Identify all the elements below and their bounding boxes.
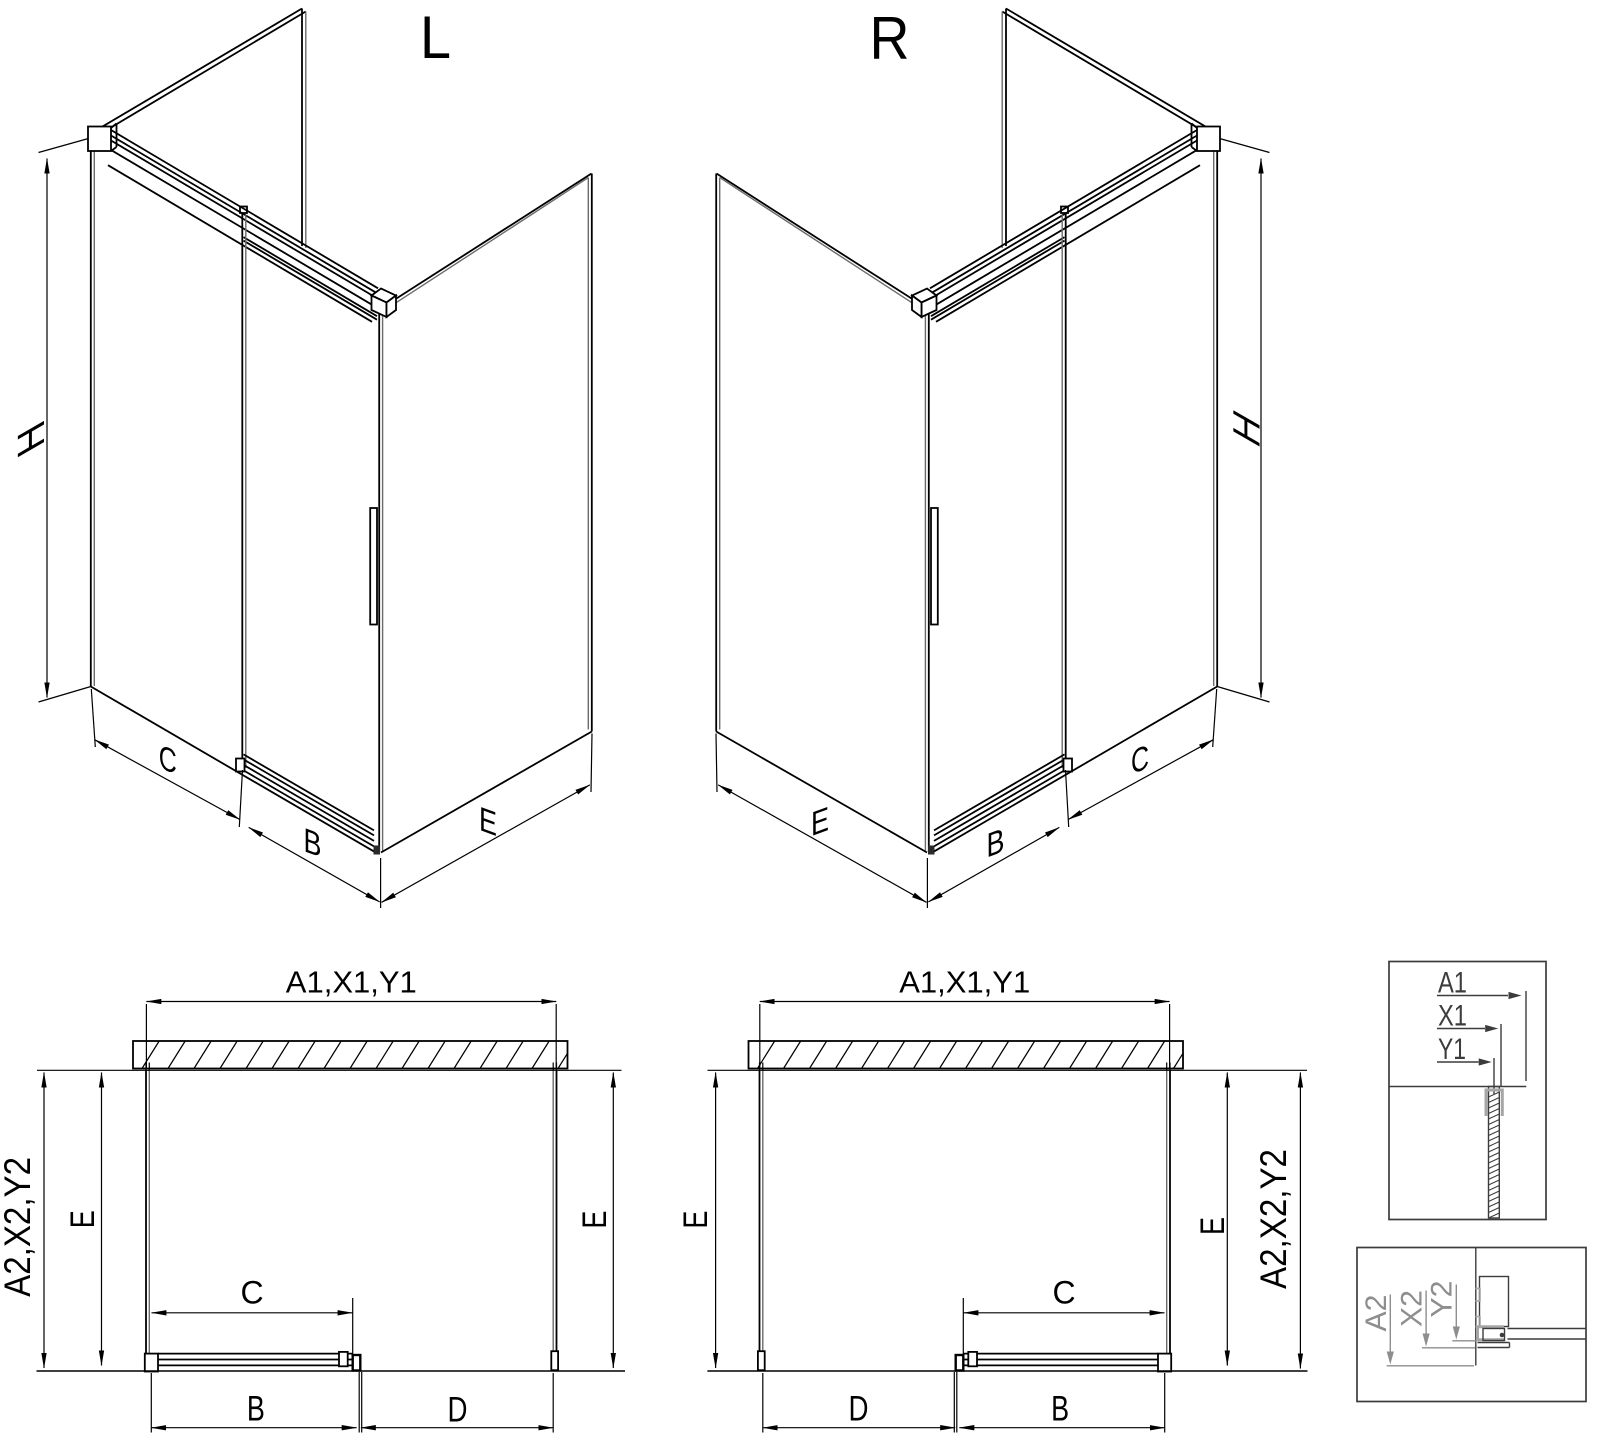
- svg-text:R: R: [870, 5, 910, 72]
- svg-text:C: C: [1131, 738, 1149, 782]
- svg-text:C: C: [240, 1275, 263, 1311]
- svg-text:A1: A1: [1438, 967, 1467, 1000]
- svg-text:Y1: Y1: [1438, 1033, 1466, 1066]
- svg-text:E: E: [811, 800, 829, 844]
- svg-text:X2: X2: [1396, 1290, 1429, 1327]
- svg-text:E: E: [1194, 1217, 1232, 1235]
- svg-text:D: D: [849, 1389, 869, 1428]
- svg-text:C: C: [1052, 1275, 1075, 1311]
- svg-text:X1: X1: [1438, 1000, 1467, 1033]
- svg-text:A2,X2,Y2: A2,X2,Y2: [1253, 1149, 1294, 1289]
- svg-text:B: B: [987, 821, 1005, 865]
- svg-text:C: C: [159, 738, 177, 782]
- svg-text:E: E: [576, 1211, 614, 1229]
- svg-text:A1,X1,Y1: A1,X1,Y1: [899, 964, 1030, 999]
- svg-text:A2,X2,Y2: A2,X2,Y2: [0, 1157, 38, 1297]
- svg-text:B: B: [304, 821, 322, 865]
- svg-text:L: L: [420, 4, 451, 71]
- svg-text:E: E: [479, 800, 497, 844]
- svg-text:E: E: [64, 1210, 102, 1228]
- svg-text:A2: A2: [1360, 1295, 1393, 1332]
- svg-text:Y2: Y2: [1426, 1281, 1459, 1318]
- svg-text:E: E: [677, 1211, 715, 1229]
- svg-text:D: D: [448, 1390, 468, 1429]
- svg-text:A1,X1,Y1: A1,X1,Y1: [286, 964, 417, 999]
- svg-text:B: B: [247, 1389, 265, 1428]
- svg-text:B: B: [1051, 1389, 1069, 1428]
